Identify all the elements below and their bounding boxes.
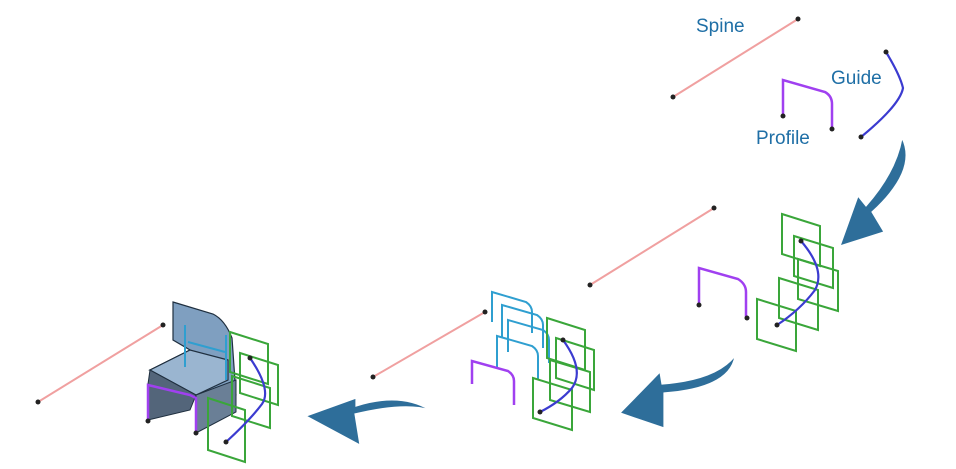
spine-curve xyxy=(37,324,164,403)
spine-curve xyxy=(589,207,715,286)
guide-curve xyxy=(776,240,820,326)
profile-curve xyxy=(470,359,516,405)
profile-curve xyxy=(697,266,748,318)
guide-curve xyxy=(860,51,905,138)
arrow-step-3-icon xyxy=(304,397,431,447)
stage-inputs xyxy=(670,16,905,140)
section-squares xyxy=(207,330,279,464)
spine-curve xyxy=(372,311,486,378)
profile-label: Profile xyxy=(756,128,810,149)
arrow-step-1-icon xyxy=(839,136,907,247)
stage-swept-profiles xyxy=(370,290,595,432)
spine-label: Spine xyxy=(696,16,745,37)
guide-label: Guide xyxy=(831,68,882,89)
stage-sweep-surface xyxy=(35,301,279,464)
section-squares xyxy=(756,212,839,353)
arrow-step-2-icon xyxy=(618,353,736,429)
spine-curve xyxy=(672,18,799,98)
profile-curve xyxy=(781,78,834,129)
stage-sections xyxy=(587,205,839,353)
